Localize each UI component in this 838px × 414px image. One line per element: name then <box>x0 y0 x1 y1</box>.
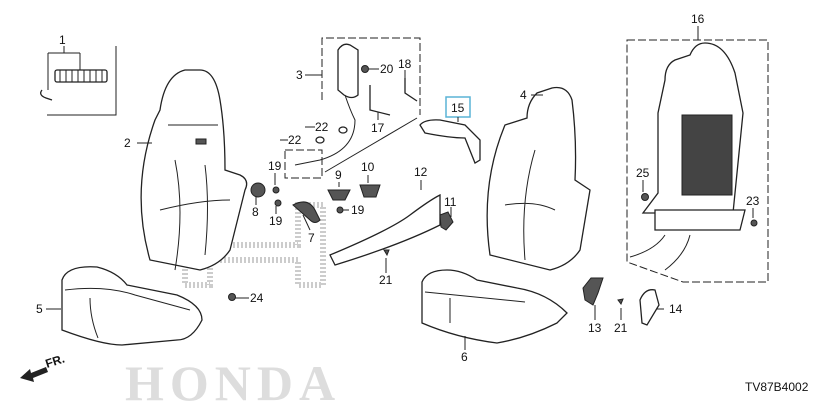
callout-12[interactable]: 12 <box>414 165 428 179</box>
callout-19a[interactable]: 19 <box>268 159 282 173</box>
callout-15[interactable]: 15 <box>451 101 465 115</box>
callout-22a[interactable]: 22 <box>315 120 329 134</box>
part-16-seatback-frame <box>626 39 769 283</box>
leader-lines <box>46 26 754 350</box>
part-15-highlighted[interactable] <box>419 96 481 164</box>
callout-16[interactable]: 16 <box>691 12 705 26</box>
part-callouts: 1 2 3 4 5 6 7 8 9 10 11 12 13 14 15 16 1… <box>36 12 760 364</box>
small-parts-7-12 <box>250 182 454 266</box>
callout-13[interactable]: 13 <box>588 321 602 335</box>
callout-18[interactable]: 18 <box>398 57 412 71</box>
callout-9[interactable]: 9 <box>335 168 342 182</box>
part-24-fastener <box>228 293 236 301</box>
front-label: FR. <box>44 352 67 371</box>
part-4-seatback-pad <box>486 86 591 271</box>
front-arrow-icon <box>20 367 48 382</box>
part-3-harness-group <box>284 37 421 179</box>
part-5-seat-cushion-cover <box>61 266 203 346</box>
callout-5[interactable]: 5 <box>36 302 43 316</box>
callout-21a[interactable]: 21 <box>379 273 393 287</box>
parts-13-14-21 <box>582 277 660 326</box>
callout-2[interactable]: 2 <box>124 136 131 150</box>
part-6-seat-cushion-pad <box>421 269 568 344</box>
callout-6[interactable]: 6 <box>461 350 468 364</box>
callout-19c[interactable]: 19 <box>351 203 365 217</box>
callout-1[interactable]: 1 <box>59 33 66 47</box>
callout-19b[interactable]: 19 <box>269 214 283 228</box>
part-1-clips <box>40 46 117 116</box>
callout-24[interactable]: 24 <box>250 291 264 305</box>
callout-21b[interactable]: 21 <box>614 321 628 335</box>
callout-20[interactable]: 20 <box>380 62 394 76</box>
callout-11[interactable]: 11 <box>444 195 457 209</box>
callout-23[interactable]: 23 <box>746 194 760 208</box>
honda-watermark: HONDA <box>125 202 341 411</box>
callout-10[interactable]: 10 <box>361 160 375 174</box>
part-2-seatback-cover <box>140 69 248 271</box>
front-direction-indicator: FR. <box>20 352 66 382</box>
callout-22b[interactable]: 22 <box>288 133 302 147</box>
callout-3[interactable]: 3 <box>296 68 303 82</box>
watermark-text: HONDA <box>125 355 341 411</box>
callout-17[interactable]: 17 <box>371 121 385 135</box>
diagram-code: TV87B4002 <box>745 380 809 394</box>
callout-14[interactable]: 14 <box>669 302 683 316</box>
callout-4[interactable]: 4 <box>520 88 527 102</box>
callout-25[interactable]: 25 <box>636 166 650 180</box>
callout-8[interactable]: 8 <box>252 205 259 219</box>
callout-7[interactable]: 7 <box>308 231 315 245</box>
